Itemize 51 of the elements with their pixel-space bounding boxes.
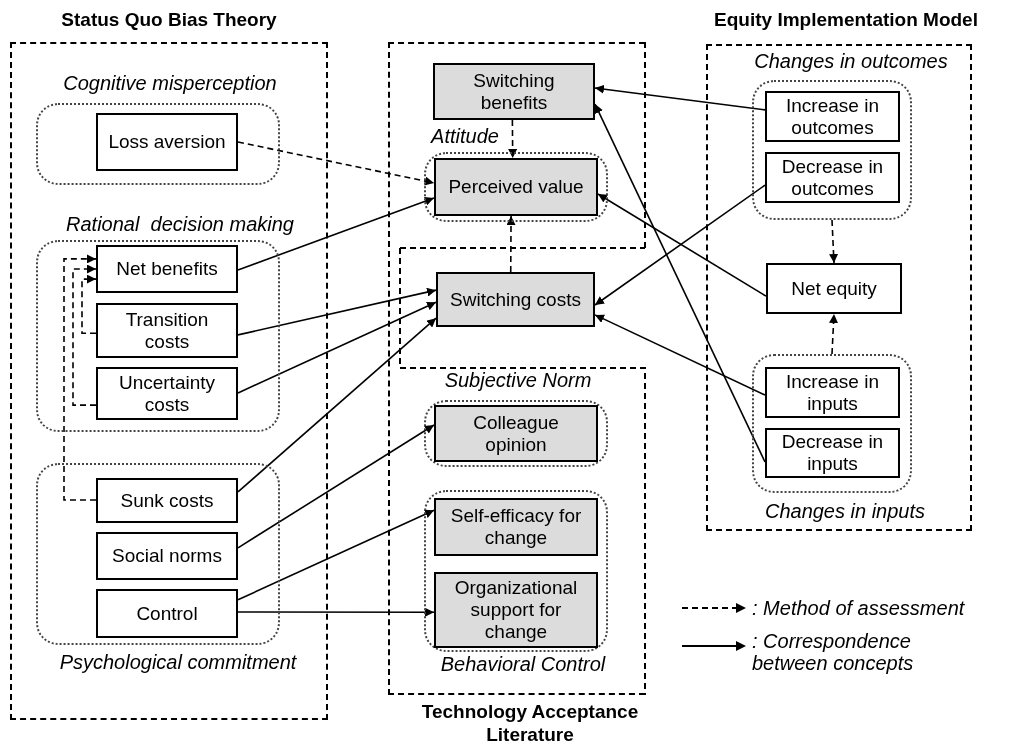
arrow [237,509,435,601]
dashed-arrow [237,141,435,186]
group-heading: Changes in outcomes [753,49,949,73]
arrow [594,84,766,111]
theory-title: Equity Implementation Model [713,8,979,31]
concept-box: Sunk costs [96,478,238,523]
dashed-arrow [72,264,97,406]
arrow [594,184,766,306]
dashed-arrow [829,313,839,355]
concept-box: Colleague opinion [434,405,598,462]
arrow [594,314,766,396]
arrow [237,317,437,493]
concept-box: Net benefits [96,245,238,293]
group-heading: Attitude [429,124,500,148]
theory-title: Technology Acceptance Literature [420,700,640,746]
arrow [237,287,437,336]
dashed-arrow [508,119,518,159]
concept-box: Switching benefits [433,63,595,120]
arrow [237,301,437,394]
group-heading: Psychological commitment [58,650,298,674]
theory-title: Status Quo Bias Theory [60,8,278,31]
arrow [594,103,766,463]
dashed-arrow [506,215,516,273]
arrow [237,424,435,549]
arrow [237,196,435,271]
group-heading: Behavioral Control [439,652,607,676]
concept-box: Transition costs [96,303,238,358]
group-heading: Rational decision making [65,212,295,236]
arrow [597,193,767,297]
concept-box: Switching costs [436,272,595,327]
dashed-arrow [81,274,97,335]
dashed-arrow [63,254,97,501]
group-heading: Subjective Norm [443,368,593,392]
legend-text: : Method of assessment [752,597,966,619]
concept-box: Self-efficacy for change [434,498,598,556]
concept-box: Net equity [766,263,902,314]
concept-box: Decrease in outcomes [765,152,900,203]
group-heading: Changes in inputs [763,499,927,523]
group-heading: Cognitive misperception [62,71,278,95]
concept-box: Uncertainty costs [96,367,238,420]
concept-box: Social norms [96,532,238,580]
concept-box: Decrease in inputs [765,428,900,478]
legend-text: : Correspondence between concepts [752,630,915,674]
concept-box: Increase in outcomes [765,91,900,142]
concept-box: Control [96,589,238,638]
concept-box: Organizational support for change [434,572,598,648]
concept-box: Increase in inputs [765,367,900,418]
dashed-arrow [829,219,839,264]
concept-box: Loss aversion [96,113,238,171]
concept-box: Perceived value [434,158,598,216]
arrow [237,607,435,617]
